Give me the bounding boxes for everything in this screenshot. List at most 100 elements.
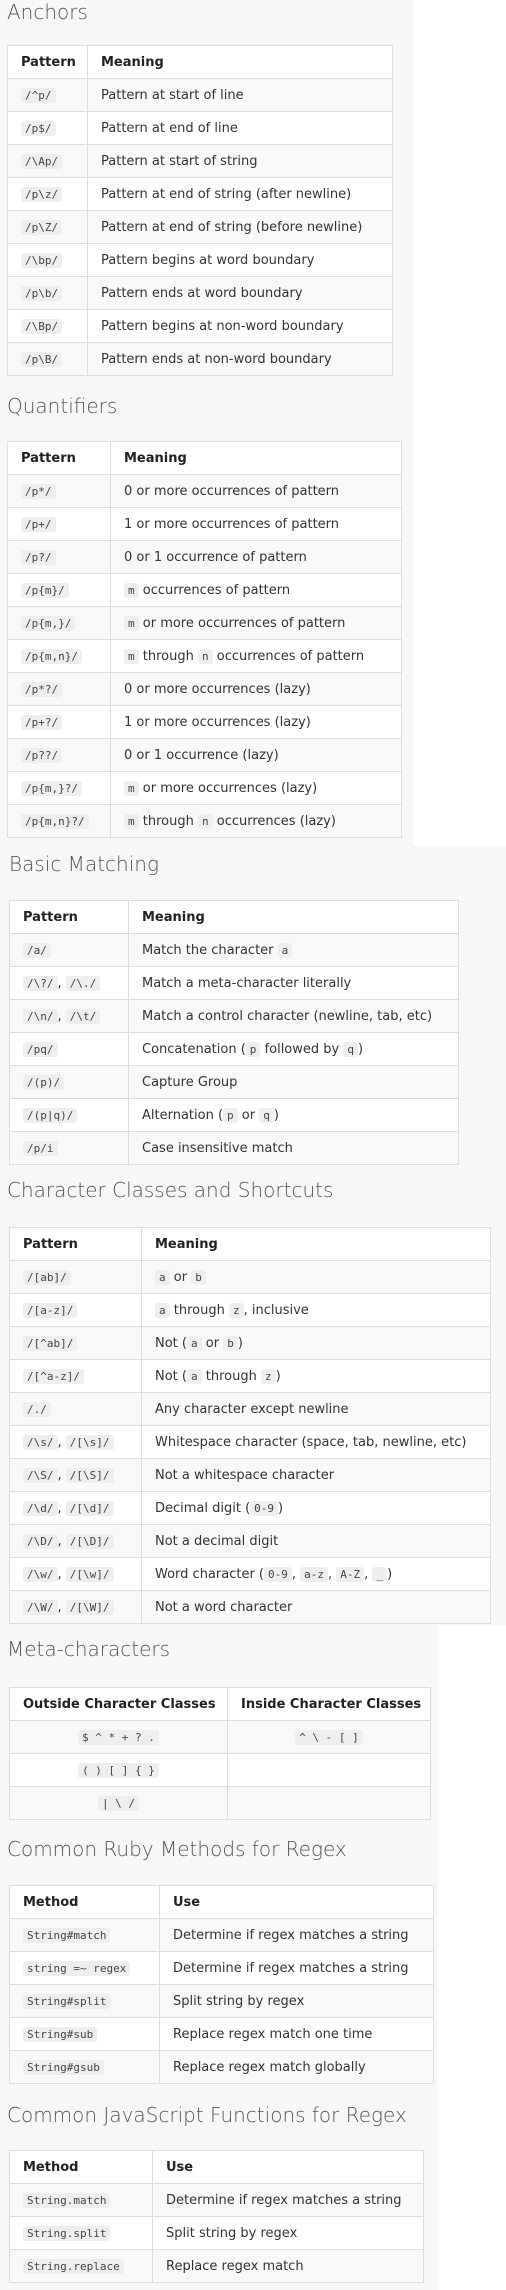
code-snippet: /p{m}/ — [21, 582, 69, 598]
cell-text: Match a control character (newline, tab,… — [142, 1008, 433, 1024]
cell-text: followed by — [260, 1041, 344, 1057]
table-row: /(p)/Capture Group — [9, 1065, 459, 1099]
section-title: Common JavaScript Functions for Regex — [7, 2103, 407, 2127]
code-snippet: /[\d]/ — [65, 1500, 114, 1516]
table-row: /(p|q)/Alternation (p or q) — [9, 1098, 459, 1132]
cell-text: or — [201, 1335, 224, 1351]
pattern-cell: String#sub — [9, 2017, 160, 2051]
meaning-cell: Replace regex match one time — [159, 2017, 434, 2051]
code-snippet: /p*?/ — [21, 681, 63, 697]
meaning-cell: a through z, inclusive — [141, 1293, 491, 1327]
code-snippet: A-Z — [336, 1566, 365, 1582]
code-snippet: /p*/ — [21, 483, 56, 499]
cell-text: Replace regex match globally — [173, 2059, 366, 2075]
code-snippet: String.replace — [23, 2258, 124, 2274]
column-header: Meaning — [141, 1227, 491, 1261]
table-row: | \ / — [9, 1786, 431, 1820]
pattern-cell: /p{m}/ — [7, 573, 111, 607]
pattern-cell: /p+?/ — [7, 705, 111, 739]
meaning-cell: Decimal digit (0-9) — [141, 1491, 491, 1525]
code-snippet: $ ^ * + ? . — [78, 1729, 159, 1745]
pattern-cell: /\bp/ — [7, 243, 88, 277]
code-snippet: /[\S]/ — [65, 1467, 114, 1483]
column-header: Method — [9, 2150, 153, 2184]
meaning-cell: m through n occurrences (lazy) — [110, 804, 402, 838]
column-header: Pattern — [7, 45, 88, 79]
table-row: String.replace Replace regex match — [9, 2249, 424, 2283]
code-snippet: /p\z/ — [21, 186, 63, 202]
section-title: Common Ruby Methods for Regex — [7, 1837, 347, 1861]
pattern-cell: String#gsub — [9, 2050, 160, 2084]
table-row: /p*/0 or more occurrences of pattern — [7, 474, 402, 508]
meaning-cell: Not (a through z) — [141, 1359, 491, 1393]
pattern-cell: /\?/, /\./ — [9, 966, 129, 1000]
table-row: /\Bp/Pattern begins at non-word boundary — [7, 309, 393, 343]
code-snippet: a — [155, 1302, 170, 1318]
code-snippet: /p+?/ — [21, 714, 63, 730]
table-row: /\n/, /\t/Match a control character (new… — [9, 999, 459, 1033]
pattern-cell: /\w/, /[\w]/ — [9, 1557, 142, 1591]
table-row: /p+/1 or more occurrences of pattern — [7, 507, 402, 541]
code-snippet: z — [260, 1368, 276, 1384]
code-snippet: /p{m,n}/ — [21, 648, 82, 664]
code-snippet: ^ \ - [ ] — [295, 1729, 363, 1745]
code-snippet: /\n/ — [23, 1008, 58, 1024]
meaning-cell: Capture Group — [128, 1065, 459, 1099]
pattern-cell: $ ^ * + ? . — [9, 1720, 228, 1754]
cell-text: Not a decimal digit — [155, 1533, 279, 1549]
cell-text: 0 or 1 occurrence (lazy) — [124, 747, 279, 763]
code-snippet: /[ab]/ — [23, 1269, 71, 1285]
table-row: /\?/, /\./ Match a meta-character literal… — [9, 966, 459, 1000]
table-row: /p\Z/Pattern at end of string (before ne… — [7, 210, 393, 244]
cell-text: Match a meta-character literally — [142, 975, 352, 991]
meaning-cell: 0 or 1 occurrence (lazy) — [110, 738, 402, 772]
code-snippet: /p/i — [23, 1140, 58, 1156]
meaning-cell: Determine if regex matches a string — [159, 1918, 434, 1952]
table-row: /./Any character except newline — [9, 1392, 491, 1426]
meaning-cell: Concatenation (p followed by q) — [128, 1032, 459, 1066]
meaning-cell: 0 or more occurrences (lazy) — [110, 672, 402, 706]
table-row: /a/Match the character a — [9, 933, 459, 967]
code-snippet: q — [343, 1041, 358, 1057]
pattern-cell: /\Bp/ — [7, 309, 88, 343]
column-header: Use — [159, 1885, 434, 1919]
code-snippet: /p{m,}/ — [21, 615, 76, 631]
table-row: /p+?/1 or more occurrences (lazy) — [7, 705, 402, 739]
code-snippet: | \ / — [97, 1795, 140, 1811]
cell-text: occurrences of pattern — [138, 582, 291, 598]
table-row: /\S/, /[\S]/Not a whitespace character — [9, 1458, 491, 1492]
code-snippet: a — [277, 942, 293, 958]
pattern-cell: /p\z/ — [7, 177, 88, 211]
code-snippet: String.match — [23, 2192, 111, 2208]
cell-text: through — [138, 648, 198, 664]
pattern-cell: /p*/ — [7, 474, 111, 508]
meaning-cell: m or more occurrences (lazy) — [110, 771, 402, 805]
meaning-cell: Match the character a — [128, 933, 459, 967]
meaning-cell: Alternation (p or q) — [128, 1098, 459, 1132]
code-snippet: /[\w]/ — [65, 1566, 114, 1582]
cell-text: Replace regex match one time — [173, 2026, 373, 2042]
pattern-cell: /\S/, /[\S]/ — [9, 1458, 142, 1492]
meaning-cell: Replace regex match — [152, 2249, 424, 2283]
code-snippet: /\./ — [65, 975, 101, 991]
cell-text: occurrences of pattern — [212, 648, 365, 664]
separator-text: , — [57, 1008, 66, 1024]
section-title: Meta-characters — [7, 1637, 171, 1661]
cell-text: , — [364, 1566, 373, 1582]
code-snippet: a — [186, 1335, 202, 1351]
cell-text: or — [237, 1107, 260, 1123]
code-snippet: m — [124, 780, 139, 796]
pattern-cell: | \ / — [9, 1786, 228, 1820]
pattern-cell: String#split — [9, 1984, 160, 2018]
cell-text: Pattern at start of string — [101, 153, 258, 169]
code-snippet: n — [197, 813, 213, 829]
